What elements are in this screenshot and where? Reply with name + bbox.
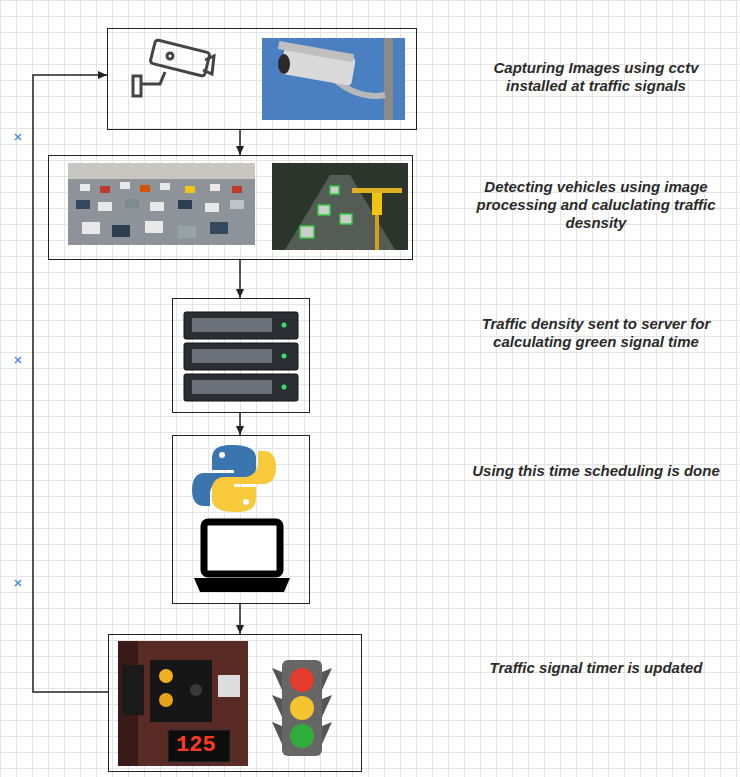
process-box: Capturing Images using cctv installed at… bbox=[107, 28, 417, 130]
camera-photo bbox=[262, 38, 405, 120]
highway-photo bbox=[68, 163, 255, 245]
step-description: Traffic signal timer is updated bbox=[461, 659, 731, 677]
laptop-icon bbox=[194, 522, 290, 592]
flow-arrow bbox=[33, 75, 108, 692]
process-box: Traffic signal timer is updated bbox=[108, 634, 362, 772]
traffic-light-icon bbox=[272, 660, 332, 756]
process-box: Detecting vehicles using image processin… bbox=[48, 155, 413, 260]
camera-icon bbox=[133, 40, 214, 96]
process-box: Using this time scheduling is done bbox=[172, 435, 310, 604]
detection-photo bbox=[272, 163, 408, 250]
flow-arrow bbox=[239, 130, 241, 155]
flow-arrow bbox=[239, 413, 241, 435]
python-logo bbox=[192, 445, 276, 512]
server-icon bbox=[184, 312, 298, 401]
step-description: Using this time scheduling is done bbox=[461, 462, 731, 480]
cross-mark bbox=[15, 134, 21, 586]
step-description: Traffic density sent to server for calcu… bbox=[461, 315, 731, 351]
timer-digits: 125 bbox=[176, 733, 216, 759]
process-box: Traffic density sent to server for calcu… bbox=[172, 298, 310, 413]
flow-arrow bbox=[239, 260, 241, 298]
flow-arrow bbox=[239, 604, 241, 634]
step-description: Detecting vehicles using image processin… bbox=[461, 178, 731, 232]
signal-photo bbox=[118, 641, 248, 766]
step-description: Capturing Images using cctv installed at… bbox=[461, 59, 731, 95]
